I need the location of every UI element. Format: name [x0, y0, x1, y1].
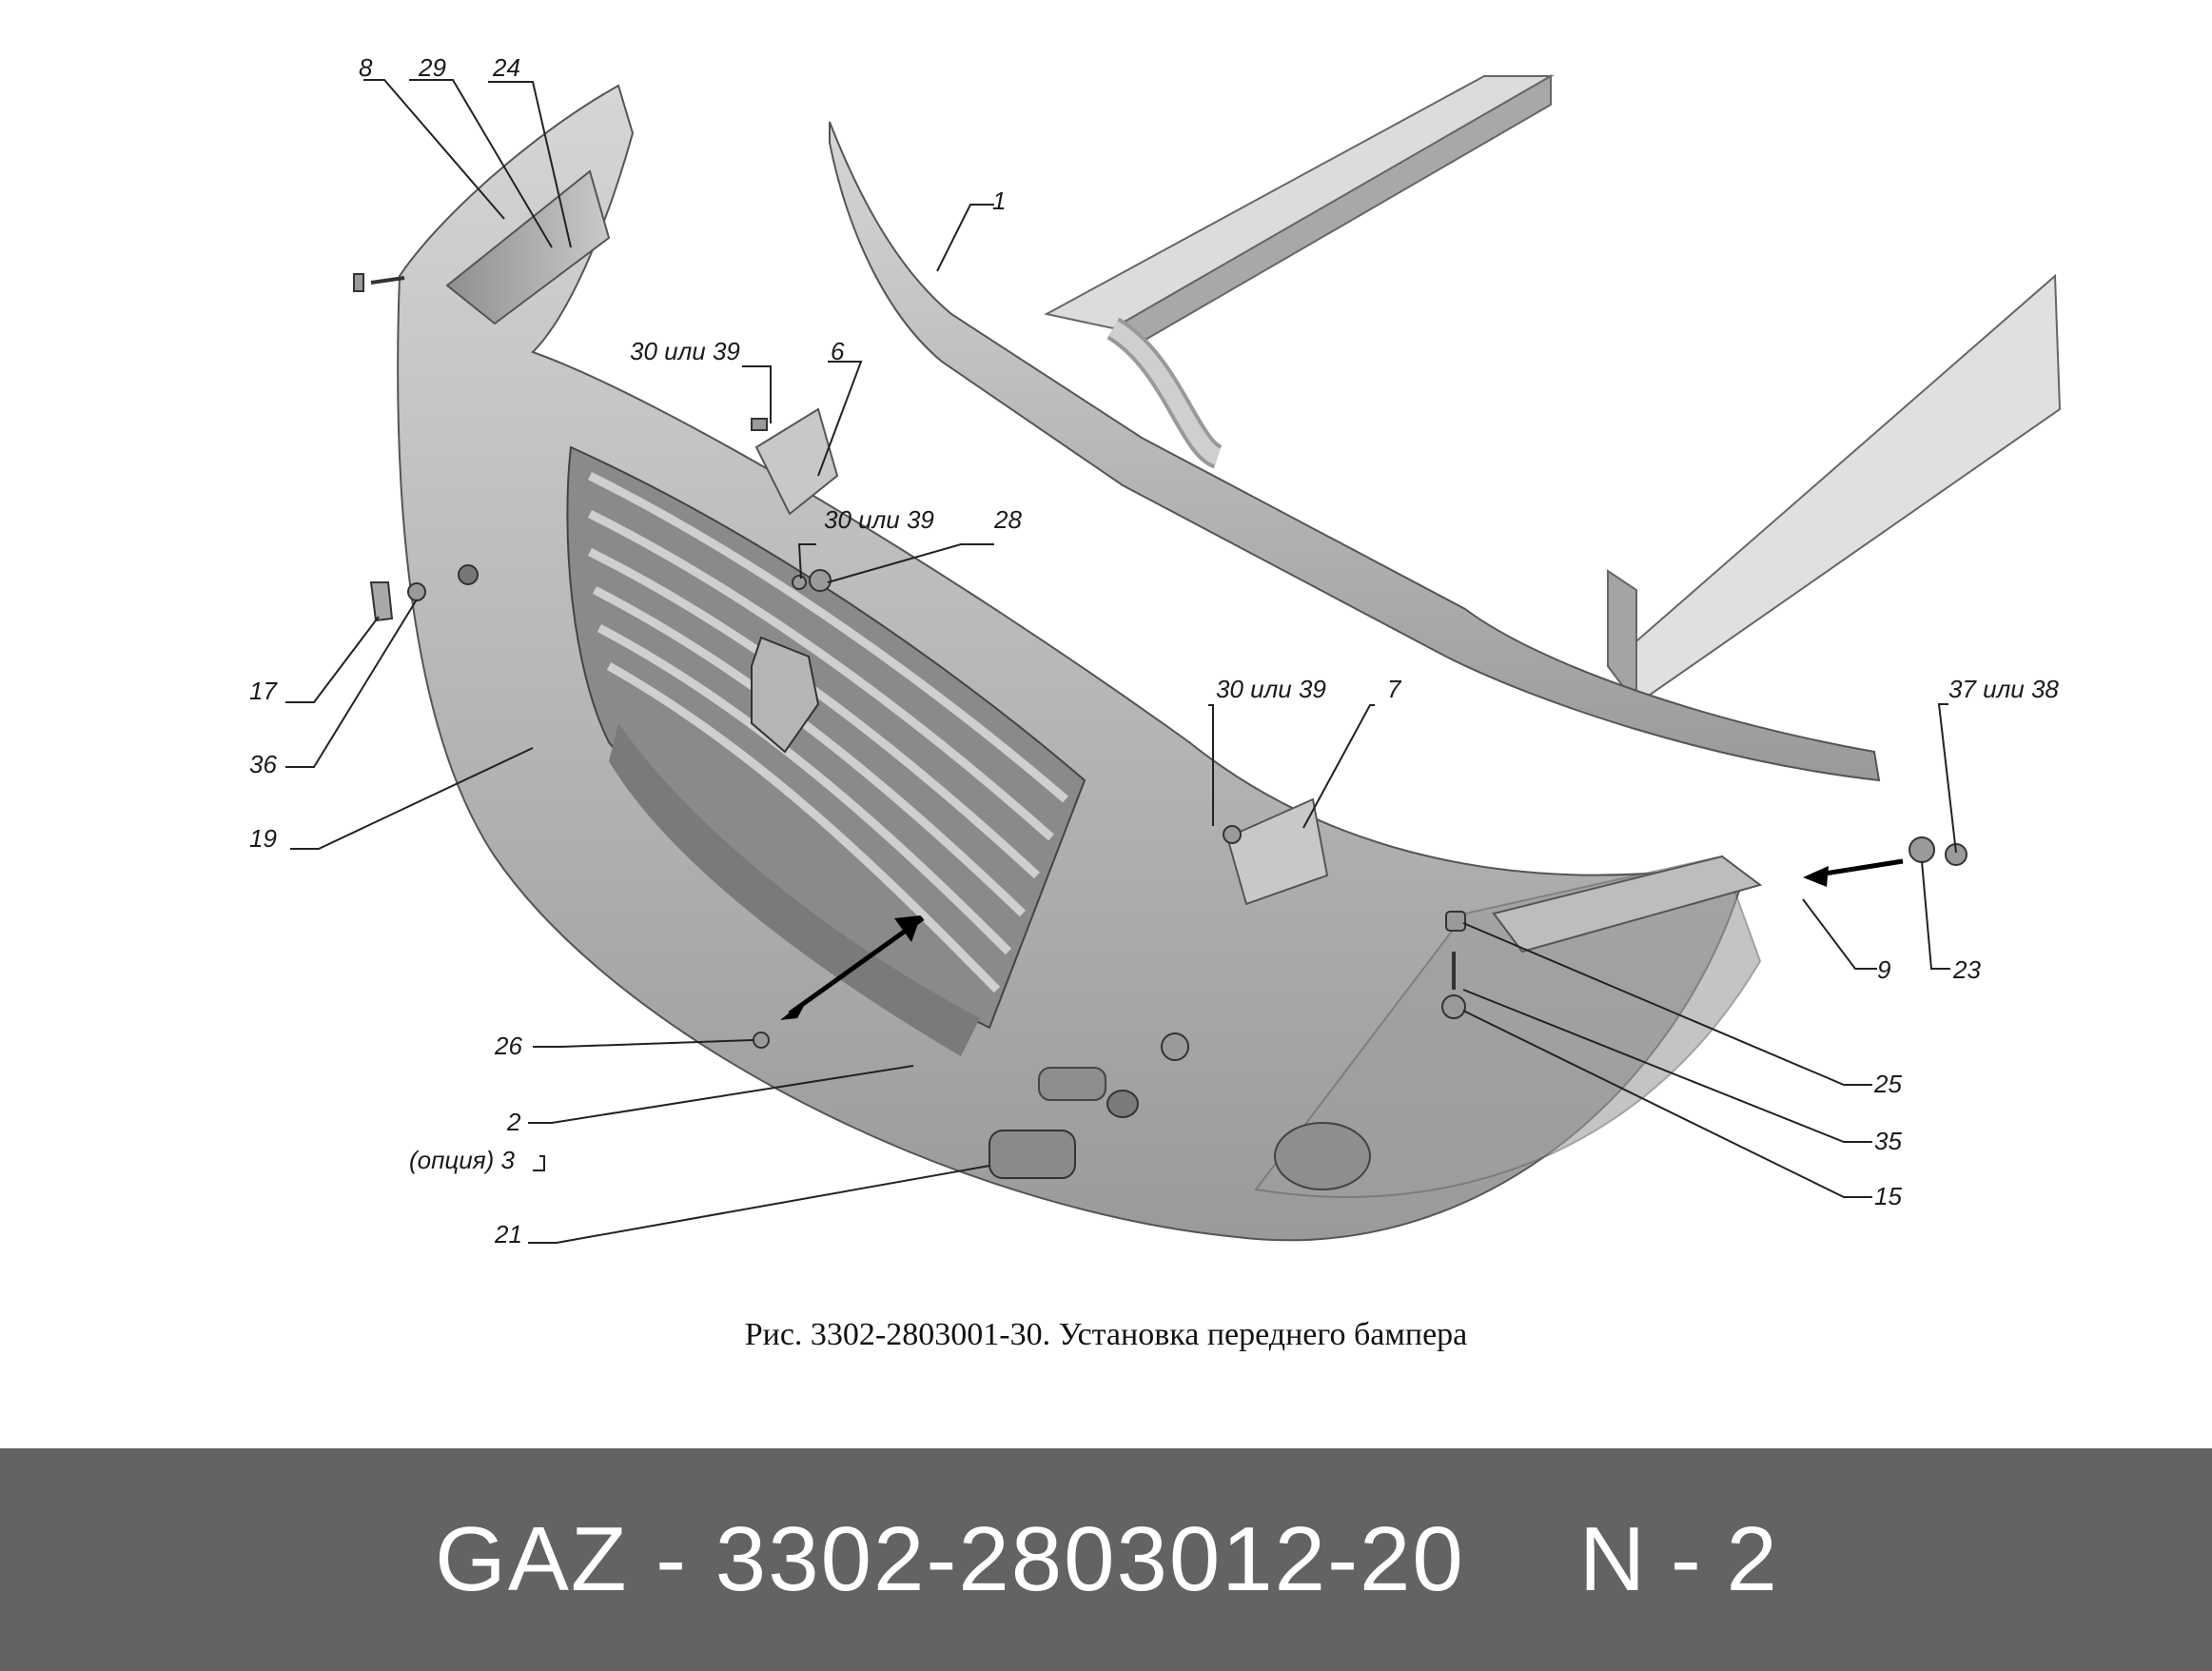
callout-29: 29	[418, 53, 446, 82]
sku-label: N - 2	[1578, 1508, 1777, 1610]
callout-labels: 8 29 24 1 30 или 39 6 30 или 39 28 17 36…	[249, 53, 2059, 1248]
bracket-7	[1225, 797, 1329, 906]
callout-9: 9	[1877, 955, 1890, 984]
callout-7: 7	[1387, 675, 1402, 703]
leader-lines	[285, 79, 1957, 1244]
callout-3-option: (опция) 3	[409, 1146, 516, 1174]
footer-bar: GAZ - 3302-2803012-20 N - 2	[0, 1448, 2212, 1671]
callout-37-or-38: 37 или 38	[1948, 675, 2059, 703]
bracket-6	[754, 407, 839, 516]
front-bumper-body	[397, 84, 1762, 1242]
callout-35: 35	[1874, 1127, 1902, 1155]
callout-28: 28	[993, 505, 1022, 534]
bracket-9	[1492, 855, 1763, 953]
callout-30-or-39-a: 30 или 39	[630, 337, 740, 365]
callout-19: 19	[249, 824, 277, 853]
fasteners	[353, 273, 1967, 1179]
callout-30-or-39-b: 30 или 39	[824, 505, 934, 534]
bracket-8	[445, 169, 611, 325]
direction-arrows	[780, 858, 1904, 1020]
bumper-assembly-diagram: 8 29 24 1 30 или 39 6 30 или 39 28 17 36…	[249, 53, 2062, 1248]
callout-26: 26	[494, 1032, 522, 1060]
callout-15: 15	[1874, 1182, 1902, 1210]
callout-30-or-39-c: 30 или 39	[1216, 675, 1326, 703]
callout-36: 36	[249, 750, 277, 778]
callout-21: 21	[494, 1220, 522, 1248]
callout-23: 23	[1952, 955, 1981, 984]
callout-25: 25	[1873, 1070, 1902, 1098]
callout-6: 6	[831, 337, 845, 365]
callout-2: 2	[506, 1108, 521, 1136]
callout-17: 17	[249, 677, 278, 705]
callout-8: 8	[359, 53, 373, 82]
part-number: GAZ - 3302-2803012-20	[435, 1508, 1465, 1610]
callout-1: 1	[992, 187, 1006, 215]
frame-cross-member	[829, 74, 2062, 782]
figure-caption: Рис. 3302-2803001-30. Установка переднег…	[744, 1317, 1468, 1352]
callout-24: 24	[492, 53, 520, 82]
